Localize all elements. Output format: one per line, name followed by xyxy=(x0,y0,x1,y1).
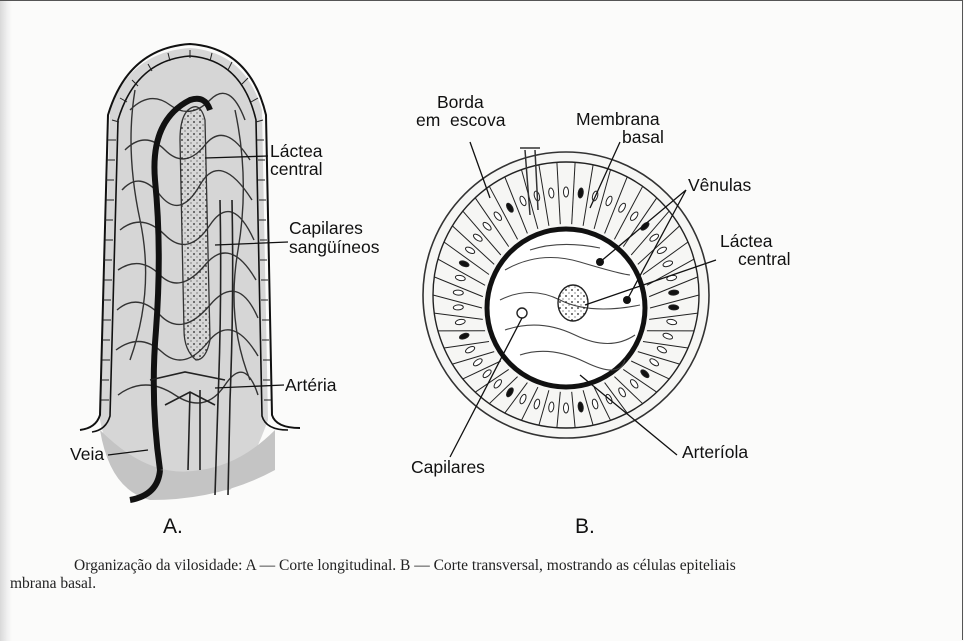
cell-nucleus xyxy=(564,187,569,197)
label-membrana-line1: Membrana xyxy=(576,110,660,128)
arteriole xyxy=(517,308,527,318)
label-veia: Veia xyxy=(70,445,104,463)
cell-nucleus xyxy=(453,305,463,311)
cell-nucleus xyxy=(669,305,679,311)
label-borda-line2: em escova xyxy=(416,111,505,129)
central-lacteal-b xyxy=(558,285,588,321)
central-lacteal xyxy=(180,107,210,360)
cell-nucleus xyxy=(453,290,463,296)
label-arteriola: Arteríola xyxy=(682,443,748,461)
caption-line2: mbrana basal. xyxy=(10,575,96,593)
cell-nucleus xyxy=(669,290,679,296)
figure-b-letter: B. xyxy=(575,515,595,539)
label-capilares-sanguineos-line2: sangüíneos xyxy=(289,238,380,256)
transverse-villus xyxy=(423,142,716,457)
cell-nucleus xyxy=(564,403,569,413)
label-membrana-line2: basal xyxy=(622,128,664,146)
label-lactea-central-b-line1: Láctea xyxy=(720,232,773,250)
label-borda-line1: Borda xyxy=(437,93,484,111)
label-lactea-central-a-line2: central xyxy=(270,160,323,178)
label-venulas: Vênulas xyxy=(688,176,751,194)
label-arteria: Artéria xyxy=(285,376,337,394)
label-capilares: Capilares xyxy=(411,458,485,476)
longitudinal-villus xyxy=(80,44,300,500)
caption-line1: Organização da vilosidade: A — Corte lon… xyxy=(74,557,736,575)
label-lactea-central-a-line1: Láctea xyxy=(270,142,323,160)
figure-a-letter: A. xyxy=(163,515,183,539)
label-capilares-sanguineos-line1: Capilares xyxy=(289,219,363,237)
label-lactea-central-b-line2: central xyxy=(738,250,791,268)
